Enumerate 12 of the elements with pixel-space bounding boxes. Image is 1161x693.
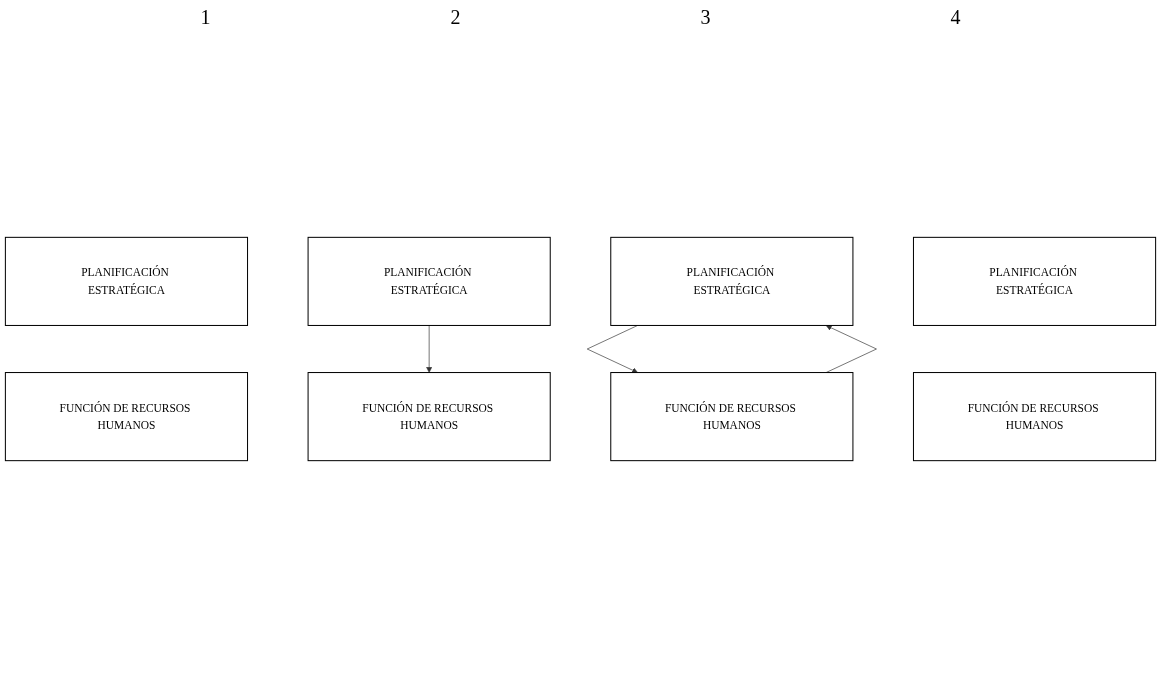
node-box: PLANIFICACIÓN ESTRATÉGICA [912,236,1157,326]
column-number: 4 [950,6,961,29]
node-box: FUNCIÓN DE RECURSOS HUMANOS [4,372,249,462]
node-box: PLANIFICACIÓN ESTRATÉGICA [4,236,249,326]
node-box: FUNCIÓN DE RECURSOS HUMANOS [610,372,854,462]
column-number: 1 [200,6,211,29]
node-box: PLANIFICACIÓN ESTRATÉGICA [610,236,854,326]
column-number: 3 [700,6,711,29]
node-box: PLANIFICACIÓN ESTRATÉGICA [307,236,551,326]
column-number: 2 [450,6,461,29]
node-box: FUNCIÓN DE RECURSOS HUMANOS [912,372,1157,462]
node-box: FUNCIÓN DE RECURSOS HUMANOS [307,372,551,462]
